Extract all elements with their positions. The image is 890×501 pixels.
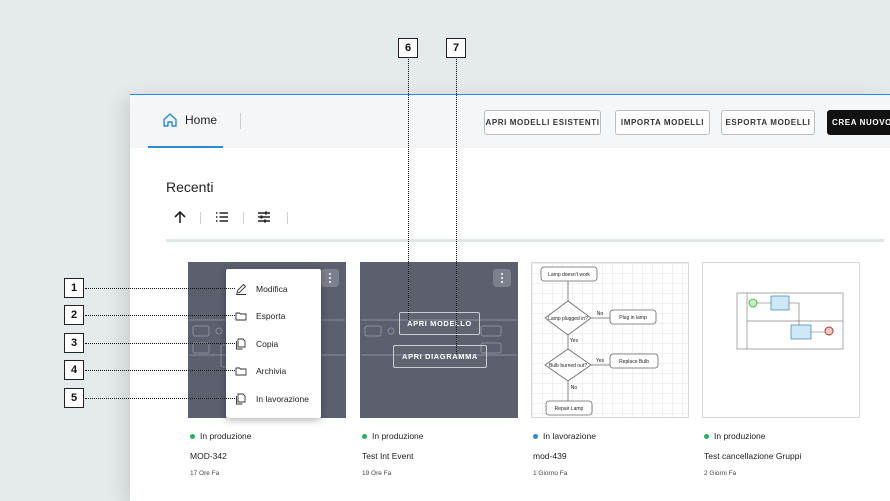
- status-dot: [533, 433, 538, 439]
- callout-leader: [85, 288, 235, 289]
- callout-2: 2: [64, 305, 84, 325]
- start-event-icon: [748, 298, 758, 308]
- callout-3: 3: [64, 333, 84, 353]
- callout-leader: [408, 59, 409, 320]
- folder-icon: [235, 367, 247, 376]
- callout-leader: [85, 398, 235, 399]
- copy-icon: [236, 338, 246, 350]
- menu-item-copy[interactable]: Copia: [226, 333, 321, 355]
- menu-item-label: Copia: [256, 339, 279, 349]
- flow-no-label: No: [597, 311, 604, 317]
- card-more-icon[interactable]: [493, 269, 511, 287]
- menu-item-edit[interactable]: Modifica: [226, 278, 321, 300]
- flow-yes-label: Yes: [596, 358, 605, 364]
- task-shape: [790, 324, 812, 340]
- flowchart-preview: Lamp doesn't work Lamp plugged in? Plug …: [540, 266, 659, 416]
- menu-item-label: Modifica: [256, 284, 288, 294]
- card-context-menu: Modifica Esporta Copia Archivia In lavor…: [226, 269, 321, 418]
- status-dot: [190, 433, 195, 439]
- flow-start: Lamp doesn't work: [548, 272, 590, 278]
- end-event-icon: [824, 326, 834, 336]
- bpmn-preview: [736, 292, 844, 350]
- model-card[interactable]: In produzione Test cancellazione Gruppi …: [702, 262, 860, 477]
- callout-leader: [85, 343, 235, 344]
- status-badge: In produzione: [704, 431, 766, 441]
- flow-question-2: Bulb burned out?: [549, 363, 587, 369]
- pencil-icon: [236, 283, 247, 295]
- status-text: In produzione: [372, 431, 424, 441]
- flow-action-1: Plug in lamp: [619, 315, 647, 321]
- callout-leader: [85, 370, 235, 371]
- status-badge: In produzione: [362, 431, 424, 441]
- flow-question-1: Lamp plugged in?: [548, 316, 588, 322]
- open-model-button[interactable]: APRI MODELLO: [399, 312, 480, 335]
- toolbar-divider: [243, 212, 244, 224]
- sort-up-arrow-icon[interactable]: [172, 209, 188, 225]
- toolbar-divider: [287, 212, 288, 224]
- flow-no-label: No: [571, 385, 578, 391]
- flow-yes-label: Yes: [570, 338, 579, 344]
- flow-end: Repair Lamp: [555, 406, 584, 412]
- section-title: Recenti: [166, 179, 214, 195]
- status-dot: [704, 433, 709, 439]
- card-timestamp: 1 Giorno Fa: [533, 470, 568, 477]
- status-text: In produzione: [200, 431, 252, 441]
- status-badge: In produzione: [190, 431, 252, 441]
- card-thumbnail[interactable]: [702, 262, 860, 418]
- model-card[interactable]: Lamp doesn't work Lamp plugged in? Plug …: [531, 262, 689, 477]
- callout-5: 5: [64, 388, 84, 408]
- task-shape: [770, 295, 790, 311]
- top-bar: Home APRI MODELLI ESISTENTI IMPORTA MODE…: [130, 94, 890, 148]
- open-diagram-button[interactable]: APRI DIAGRAMMA: [393, 345, 487, 368]
- status-text: In lavorazione: [543, 431, 596, 441]
- card-timestamp: 17 Ore Fa: [190, 470, 220, 477]
- toolbar-divider: [200, 212, 201, 224]
- callout-leader: [456, 59, 457, 354]
- open-existing-models-button[interactable]: APRI MODELLI ESISTENTI: [484, 110, 601, 135]
- menu-item-in-progress[interactable]: In lavorazione: [226, 388, 321, 410]
- callout-7: 7: [446, 38, 466, 58]
- card-timestamp: 19 Ore Fa: [362, 470, 392, 477]
- list-view-icon[interactable]: [214, 209, 230, 225]
- menu-item-archive[interactable]: Archivia: [226, 360, 321, 382]
- model-card[interactable]: APRI MODELLO APRI DIAGRAMMA In produzion…: [360, 262, 518, 477]
- card-title: MOD-342: [190, 451, 227, 461]
- divider: [240, 113, 241, 129]
- copy-icon: [236, 393, 246, 405]
- flow-action-2: Replace Bulb: [619, 359, 649, 365]
- menu-item-label: In lavorazione: [256, 394, 309, 404]
- card-title: Test Int Event: [362, 451, 414, 461]
- card-thumbnail[interactable]: Lamp doesn't work Lamp plugged in? Plug …: [531, 262, 689, 418]
- section-divider: [166, 239, 884, 242]
- status-dot: [362, 433, 367, 439]
- callout-6: 6: [398, 38, 418, 58]
- menu-item-export[interactable]: Esporta: [226, 305, 321, 327]
- menu-item-label: Esporta: [256, 311, 286, 321]
- callout-1: 1: [64, 278, 84, 298]
- export-models-button[interactable]: ESPORTA MODELLI: [721, 110, 815, 135]
- diagram-preview: [361, 319, 517, 356]
- home-label: Home: [185, 113, 218, 127]
- card-thumbnail[interactable]: APRI MODELLO APRI DIAGRAMMA: [360, 262, 518, 418]
- callout-4: 4: [64, 360, 84, 380]
- create-new-button[interactable]: CREA NUOVO: [827, 110, 890, 135]
- status-text: In produzione: [714, 431, 766, 441]
- card-timestamp: 2 Giorni Fa: [704, 470, 737, 477]
- status-badge: In lavorazione: [533, 431, 596, 441]
- card-title: Test cancellazione Gruppi: [704, 451, 802, 461]
- import-models-button[interactable]: IMPORTA MODELLI: [615, 110, 710, 135]
- folder-icon: [235, 312, 247, 321]
- tab-home[interactable]: Home: [148, 95, 241, 148]
- menu-item-label: Archivia: [256, 366, 287, 376]
- callout-leader: [85, 315, 235, 316]
- filter-sliders-icon[interactable]: [256, 209, 272, 225]
- home-icon: [163, 113, 177, 127]
- card-more-icon[interactable]: [321, 269, 339, 287]
- card-title: mod-439: [533, 451, 567, 461]
